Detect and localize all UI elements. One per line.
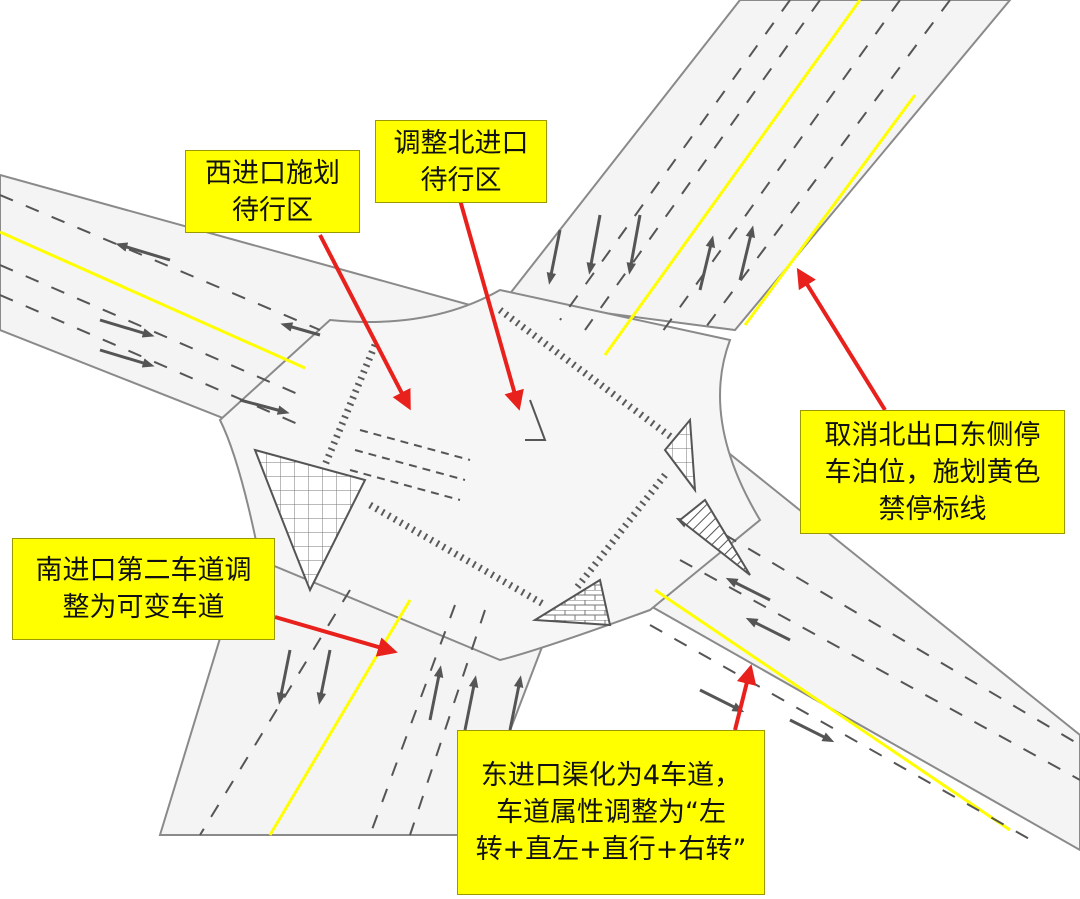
pointer-south <box>274 615 398 657</box>
callout-line: 取消北出口东侧停 <box>824 419 1041 451</box>
pointer-west <box>318 234 411 411</box>
west-island <box>253 448 367 593</box>
lane-lines <box>0 0 1080 846</box>
yellow-lines <box>0 0 1011 836</box>
northeast-island <box>663 417 697 494</box>
north-crosswalk <box>497 307 678 443</box>
callout-line: 待行区 <box>420 164 502 196</box>
callout-line: 车道属性调整为“左 <box>496 797 726 828</box>
callout-south-variable-lane: 南进口第二车道调 整为可变车道 <box>12 538 275 640</box>
callout-line: 待行区 <box>232 194 313 226</box>
callout-line: 调整北进口 <box>393 127 529 159</box>
pointer-arrows <box>274 199 887 731</box>
north-center-line <box>603 0 862 356</box>
callout-line: 南进口第二车道调 <box>35 555 252 586</box>
pointer-north <box>458 199 524 411</box>
callout-north-waiting-area: 调整北进口 待行区 <box>375 120 547 203</box>
callout-line: 整为可变车道 <box>62 592 225 623</box>
crosswalks <box>321 307 678 609</box>
waiting-areas <box>349 399 547 501</box>
callout-north-exit-no-parking: 取消北出口东侧停 车泊位，施划黄色 禁停标线 <box>800 410 1065 534</box>
callout-line: 转+直左+直行+右转” <box>475 834 747 865</box>
callout-line: 东进口渠化为4车道， <box>480 760 742 791</box>
east-center-line <box>654 588 1011 832</box>
east-island <box>678 498 751 576</box>
islands <box>253 417 751 627</box>
callout-line: 车泊位，施划黄色 <box>824 456 1041 488</box>
south-island <box>531 578 612 627</box>
intersection-core <box>218 288 762 662</box>
callout-line: 西进口施划 <box>205 157 340 189</box>
pointer-east <box>733 664 757 731</box>
north-exit-edge-line <box>743 94 917 326</box>
north-arm <box>503 0 1012 332</box>
callout-west-waiting-area: 西进口施划 待行区 <box>185 150 360 233</box>
west-center-line <box>0 230 306 370</box>
callout-line: 禁停标线 <box>878 493 987 525</box>
pointer-north-exit <box>796 267 887 412</box>
callout-east-four-lanes: 东进口渠化为4车道， 车道属性调整为“左 转+直左+直行+右转” <box>457 730 765 895</box>
west-crosswalk <box>321 343 379 467</box>
